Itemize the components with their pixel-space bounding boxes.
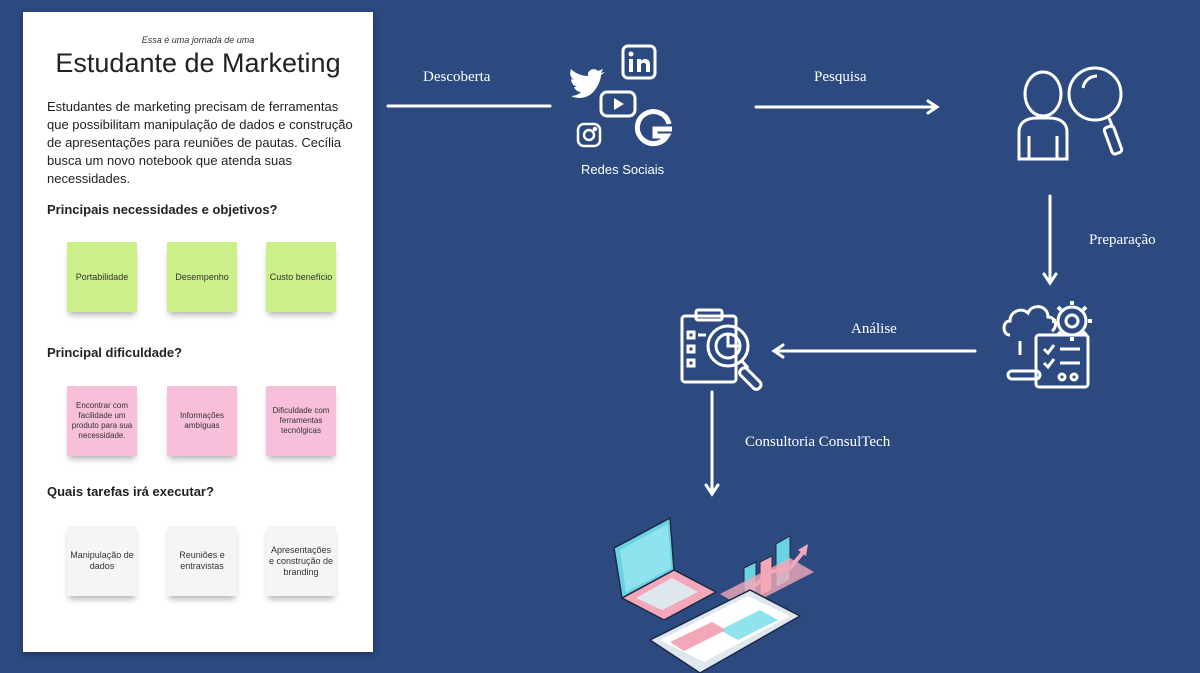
label-consultoria: Consultoria ConsulTech (745, 434, 891, 450)
label-analise: Análise (851, 321, 897, 337)
twitter-icon (570, 69, 605, 98)
card-kicker: Essa é uma jornada de uma (141, 35, 255, 45)
sticky-note-need: Desempenho (167, 242, 237, 312)
sticky-note-need: Custo benefício (266, 242, 336, 312)
clipboard-chart-magnifier-icon (680, 308, 763, 391)
difficulty-heading: Principal dificuldade? (47, 345, 183, 360)
sticky-note-difficulty: Informações ambíguas (167, 386, 237, 456)
social-icons-cluster (570, 44, 672, 148)
label-preparacao: Preparação (1089, 232, 1156, 248)
arrow-head-consultoria (704, 483, 720, 497)
sticky-note-task: Apresentações e construção de branding (266, 526, 336, 596)
google-icon (634, 109, 672, 147)
instagram-icon (576, 122, 602, 148)
sticky-note-difficulty: Dificuldade com ferramentas tecnólgicas (266, 386, 336, 456)
isometric-laptop-dashboard-icon (613, 516, 814, 673)
linkedin-icon (621, 44, 657, 80)
sticky-note-difficulty: Encontrar com facilidade um produto para… (67, 386, 137, 456)
persona-card: Essa é uma jornada de uma Estudante de M… (23, 12, 373, 652)
card-description: Estudantes de marketing precisam de ferr… (47, 99, 353, 186)
needs-heading: Principais necessidades e objetivos? (47, 202, 278, 217)
card-title: Estudante de Marketing (55, 48, 341, 78)
person-magnifier-icon (1017, 66, 1124, 161)
cloud-gear-checklist-icon (1002, 301, 1092, 389)
arrow-head-pesquisa (926, 99, 940, 115)
arrow-head-analise (771, 343, 785, 359)
youtube-icon (599, 90, 637, 118)
arrow-head-preparacao (1042, 272, 1058, 286)
tasks-heading: Quais tarefas irá executar? (47, 484, 214, 499)
sticky-note-need: Portabilidade (67, 242, 137, 312)
label-pesquisa: Pesquisa (814, 69, 867, 85)
label-descoberta: Descoberta (423, 69, 491, 85)
sticky-note-task: Manipulação de dados (67, 526, 137, 596)
label-redes-sociais: Redes Sociais (581, 162, 665, 177)
sticky-note-task: Reuniões e entravistas (167, 526, 237, 596)
